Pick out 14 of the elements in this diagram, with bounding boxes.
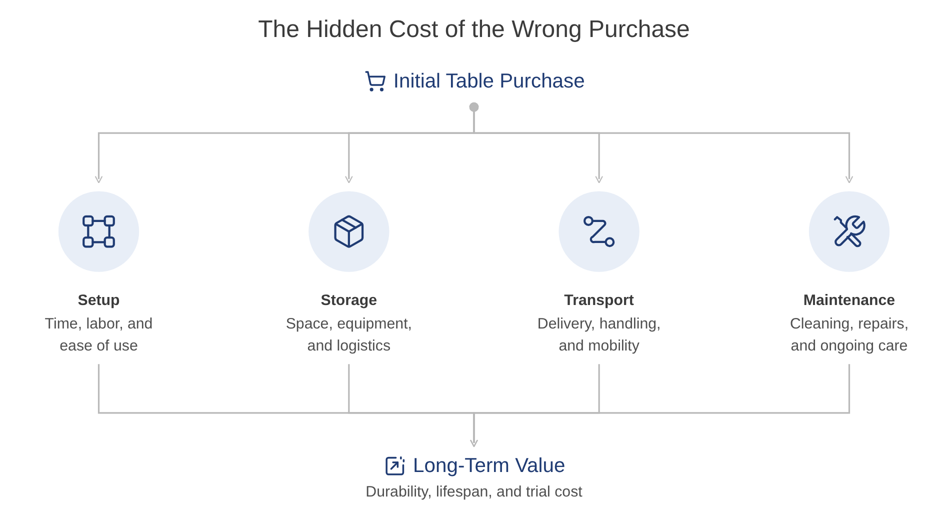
node-description: Cleaning, repairs, and ongoing care <box>788 314 910 357</box>
node-description: Durability, lifespan, and trial cost <box>366 483 582 500</box>
node-description: Time, labor, and ease of use <box>44 314 154 357</box>
node-description: Space, equipment, and logistics <box>284 314 413 357</box>
arrow <box>469 102 853 184</box>
node-heading: Setup <box>78 292 120 310</box>
node-heading: Transport <box>564 292 634 310</box>
arrow <box>470 364 850 448</box>
node-heading: Maintenance <box>803 292 896 310</box>
diagram-title: The Hidden Cost of the Wrong Purchase <box>258 16 690 45</box>
node-heading: Initial Table Purchase <box>393 70 585 92</box>
node-description: Delivery, handling, and mobility <box>536 314 662 357</box>
node-heading: Storage <box>320 292 378 310</box>
node-heading: Long-Term Value <box>413 454 566 478</box>
